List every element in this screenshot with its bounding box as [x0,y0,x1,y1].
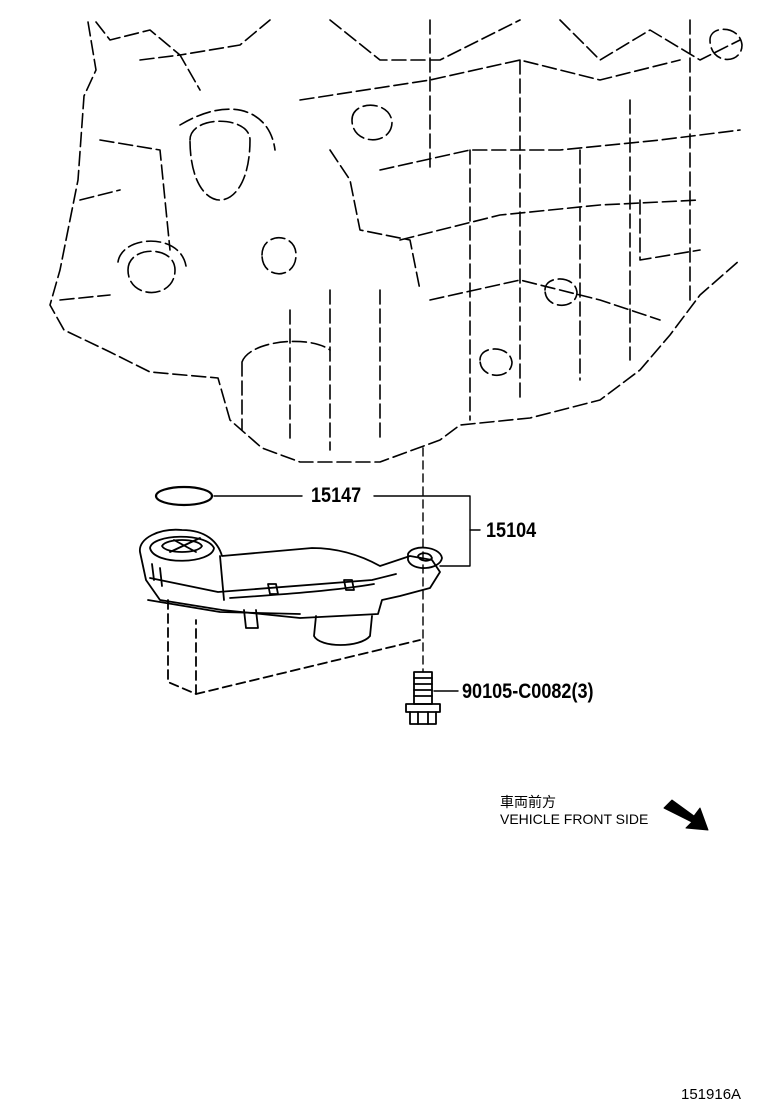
part-number-bolt: 90105-C0082(3) [462,680,594,703]
oil-strainer [139,528,443,695]
part-number-gasket: 15147 [311,484,362,507]
direction-label-english: VEHICLE FRONT SIDE [500,811,649,827]
part-number-strainer: 15104 [486,519,537,542]
leader-lines [213,495,481,692]
figure-reference-number: 151916A [681,1086,742,1103]
direction-label-japanese: 車両前方 [500,794,556,810]
engine-block-outline [49,19,743,463]
flange-bolt [405,671,441,725]
arrow-down-right-icon [663,799,709,831]
gasket-o-ring [154,485,214,507]
